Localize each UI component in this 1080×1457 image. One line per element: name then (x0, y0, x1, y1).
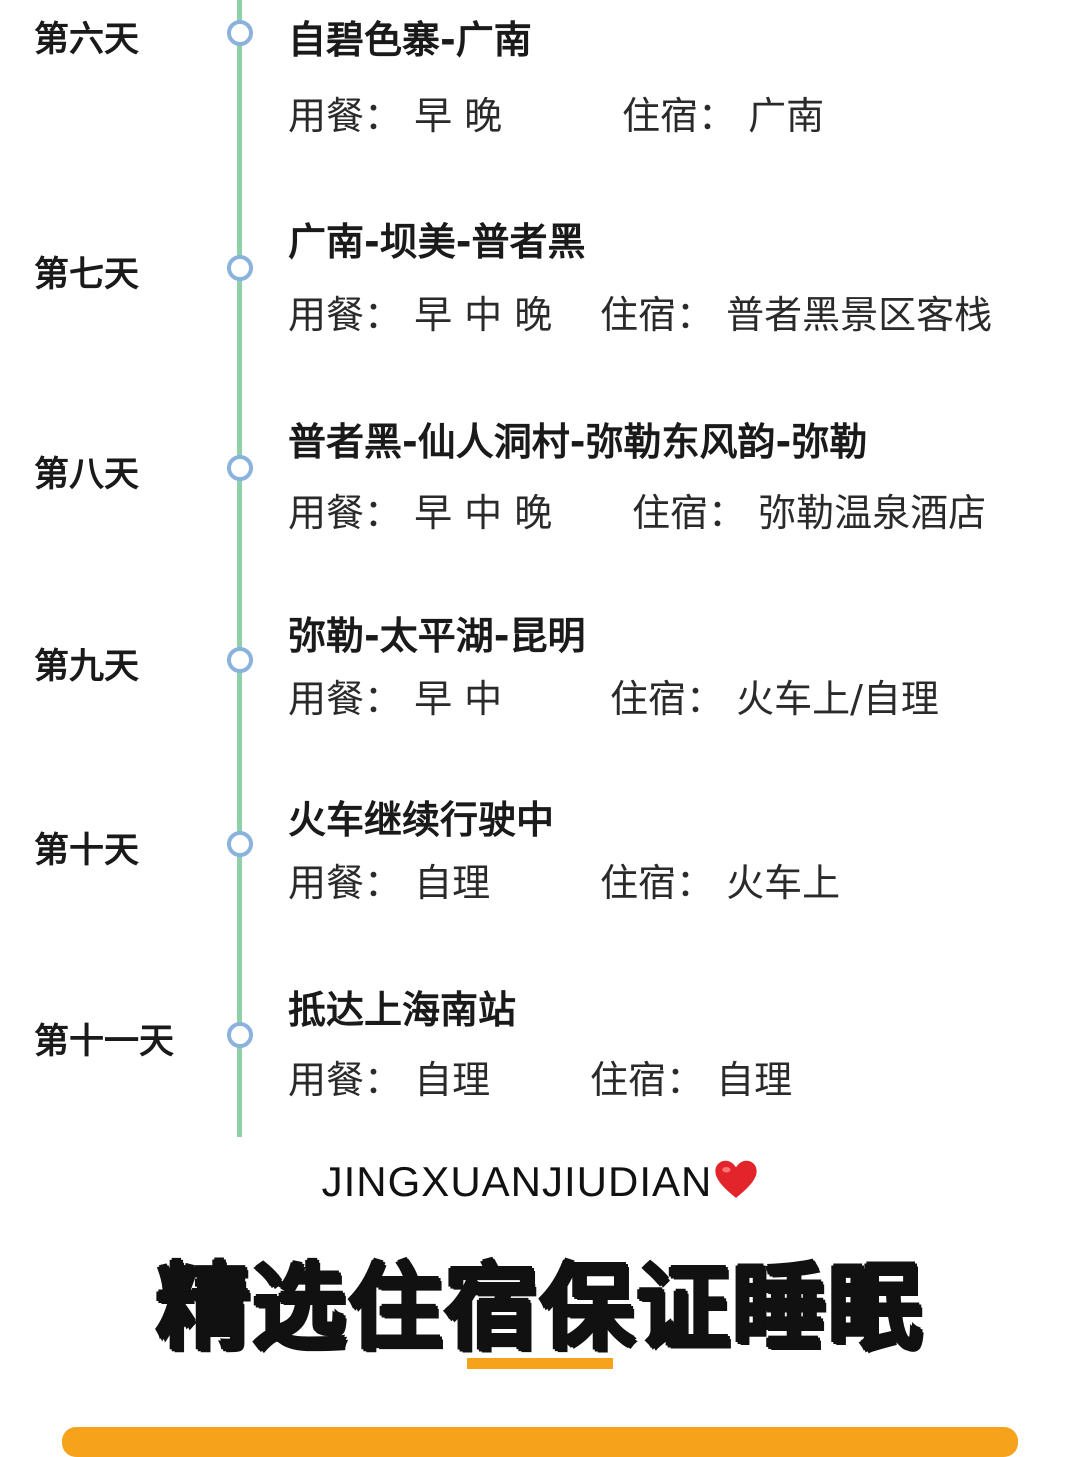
brand-text: JINGXUANJIUDIAN (321, 1158, 713, 1205)
day-item: 第十一天 抵达上海南站 用餐： 自理 住宿： 自理 (0, 988, 1080, 1102)
timeline-node-icon (227, 1022, 253, 1048)
day-route: 火车继续行驶中 (288, 798, 555, 842)
day-route: 抵达上海南站 (288, 988, 517, 1032)
day-route: 广南-坝美-普者黑 (288, 220, 586, 264)
day-label: 第九天 (34, 647, 140, 687)
day-meals: 用餐： 自理 (288, 861, 491, 905)
slogan-heading: 精选住宿保证睡眠 (155, 1254, 924, 1363)
day-label: 第十一天 (34, 1022, 175, 1062)
timeline-node-icon (227, 647, 253, 673)
day-label: 第七天 (34, 255, 140, 295)
day-meals: 用餐： 早 中 晚 (288, 491, 553, 535)
day-stay: 住宿： 火车上/自理 (610, 677, 939, 721)
day-stay: 住宿： 广南 (622, 94, 825, 138)
timeline-node-icon (227, 455, 253, 481)
day-item: 第七天 广南-坝美-普者黑 用餐： 早 中 晚 住宿： 普者黑景区客栈 (0, 220, 1080, 337)
day-stay: 住宿： 普者黑景区客栈 (600, 293, 993, 337)
day-item: 第九天 弥勒-太平湖-昆明 用餐： 早 中 住宿： 火车上/自理 (0, 614, 1080, 721)
day-route: 弥勒-太平湖-昆明 (288, 614, 586, 658)
day-stay: 住宿： 弥勒温泉酒店 (632, 491, 987, 535)
timeline-node-icon (227, 255, 253, 281)
day-stay: 住宿： 火车上 (600, 861, 841, 905)
day-meals: 用餐： 早 晚 (288, 94, 503, 138)
day-item: 第八天 普者黑-仙人洞村-弥勒东风韵-弥勒 用餐： 早 中 晚 住宿： 弥勒温泉… (0, 420, 1080, 535)
day-route: 普者黑-仙人洞村-弥勒东风韵-弥勒 (288, 420, 868, 464)
footer-brand: JINGXUANJIUDIAN (0, 1158, 1080, 1206)
accent-underline (467, 1358, 613, 1369)
bottom-banner (62, 1427, 1018, 1457)
timeline-line (237, 0, 242, 1137)
day-item: 第六天 自碧色寨-广南 用餐： 早 晚 住宿： 广南 (0, 18, 1080, 138)
day-label: 第十天 (34, 831, 140, 871)
day-meals: 用餐： 自理 (288, 1058, 491, 1102)
timeline-node-icon (227, 20, 253, 46)
timeline-node-icon (227, 831, 253, 857)
day-meals: 用餐： 早 中 晚 (288, 293, 553, 337)
day-item: 第十天 火车继续行驶中 用餐： 自理 住宿： 火车上 (0, 798, 1080, 905)
day-label: 第八天 (34, 455, 140, 495)
day-meals: 用餐： 早 中 (288, 677, 503, 721)
day-stay: 住宿： 自理 (590, 1058, 793, 1102)
heart-icon (715, 1160, 757, 1198)
day-route: 自碧色寨-广南 (288, 18, 532, 62)
day-label: 第六天 (34, 20, 140, 60)
